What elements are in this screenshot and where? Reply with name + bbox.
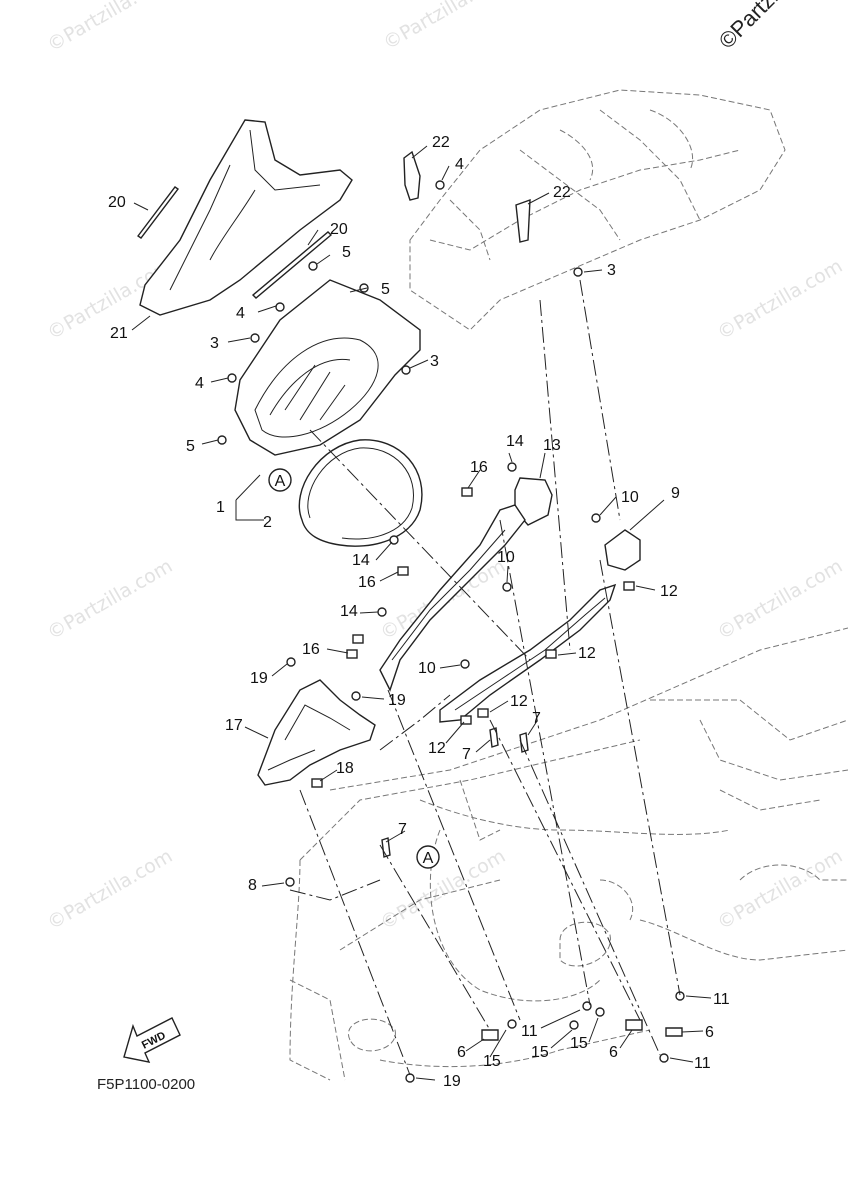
callout-label: 19 [388,692,406,709]
watermark: ©Partzilla.com [44,845,177,934]
callout-label: 20 [108,194,126,211]
callout-label: 7 [462,746,471,763]
ref-marker-a-lower: A [416,845,440,869]
callout-label: 19 [250,670,268,687]
diagram-code: F5P1100-0200 [97,1076,195,1093]
watermark: ©Partzilla.com [714,845,847,934]
callout-label: 17 [225,717,243,734]
callout-label: 14 [340,603,358,620]
callout-label: 19 [443,1073,461,1090]
callout-label: 13 [543,437,561,454]
callout-label: 22 [432,134,450,151]
callout-label: 15 [483,1053,501,1070]
watermark: ©Partzilla.com [377,845,510,934]
callout-label: 1 [216,499,225,516]
rear-frame-outline [409,89,786,331]
callout-label: 4 [455,156,464,173]
callout-label: 5 [342,244,351,261]
watermark: ©Partzilla.com [714,255,847,344]
watermark: ©Partzilla.com [44,0,177,56]
callout-label: 2 [263,514,272,531]
callout-label: 18 [336,760,354,777]
watermark: ©Partzilla.com [44,555,177,644]
ref-marker-a-upper: A [268,468,292,492]
callout-label: 10 [621,489,639,506]
callout-label: 9 [671,485,680,502]
watermark: ©Partzilla.com [380,0,513,54]
callout-label: 10 [418,660,436,677]
callout-label: 22 [553,184,571,201]
callout-label: 3 [210,335,219,352]
hardware [217,150,685,1083]
callout-label: 11 [694,1055,711,1072]
callout-label: 15 [570,1035,588,1052]
callout-label: 5 [381,281,390,298]
callout-label: 5 [186,438,195,455]
callout-label: 12 [510,693,528,710]
callout-label: 11 [713,991,730,1008]
callout-label: 20 [330,221,348,238]
lower-cover-part-17 [257,679,376,786]
callout-label: 3 [430,353,439,370]
watermark: ©Partzilla.com [714,555,847,644]
callout-label: 16 [302,641,320,658]
callout-label: 11 [521,1023,538,1040]
callout-label: 8 [248,877,257,894]
seal-part-2 [298,439,423,547]
installation-lines [289,279,681,1076]
copyright-mark: ©Partzilla [714,0,799,54]
hull-outline [289,627,848,1081]
callout-label: 15 [531,1044,549,1061]
callout-label: 6 [609,1044,618,1061]
fwd-arrow-icon: FWD [123,1017,181,1063]
callout-label: 10 [497,549,515,566]
callout-label: 4 [195,375,204,392]
callout-label: 14 [506,433,524,450]
callout-label: 6 [705,1024,714,1041]
callout-label: 16 [470,459,488,476]
callout-label: 12 [578,645,596,662]
callout-label: 4 [236,305,245,322]
ref-marker-label: A [275,473,286,490]
callout-label: 6 [457,1044,466,1061]
callout-label: 14 [352,552,370,569]
leader-lines [131,145,712,1081]
bracket-assembly [379,477,641,723]
front-cover-part-21 [139,119,353,316]
callout-label: 12 [428,740,446,757]
callout-labels: 20 20 21 22 22 4 3 5 5 4 3 3 4 5 1 2 14 … [108,134,730,1090]
callout-label: 12 [660,583,678,600]
callout-label: 7 [532,710,541,727]
trim-strip-part-20 [136,186,333,299]
ref-marker-label: A [423,850,434,867]
callout-label: 3 [607,262,616,279]
callout-label: 21 [110,325,128,342]
storage-box-part-1 [234,279,421,456]
callout-label: 7 [398,821,407,838]
callout-label: 16 [358,574,376,591]
